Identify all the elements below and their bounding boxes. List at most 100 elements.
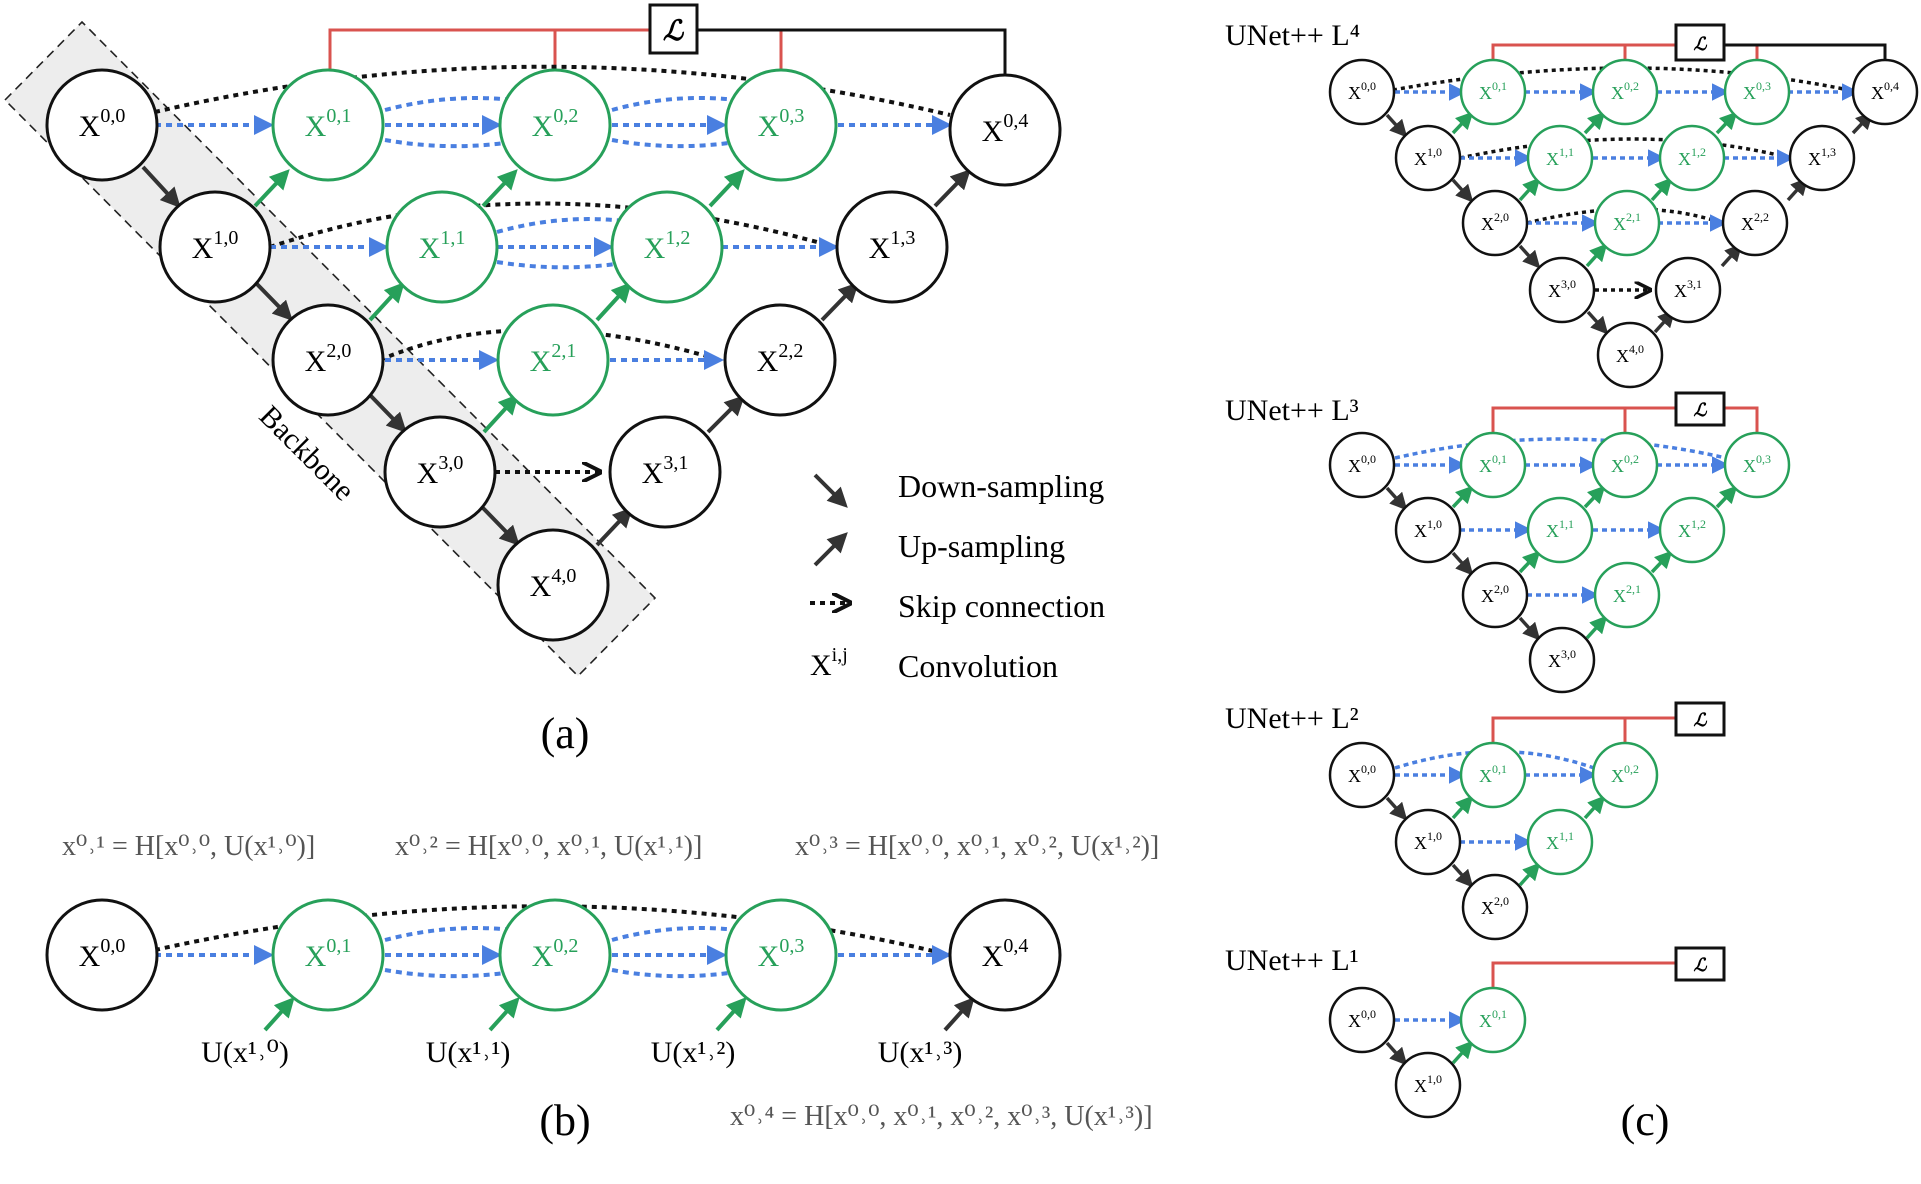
node-x21: X2,1 [496,303,610,417]
svg-text:X1,3: X1,3 [1808,145,1836,169]
svg-text:X1,1: X1,1 [419,227,466,265]
svg-text:X1,0: X1,0 [192,227,239,265]
svg-text:X2,0: X2,0 [1481,894,1509,918]
l4-node-x20: X2,0 [1461,189,1529,257]
svg-text:X0,1: X0,1 [1479,1007,1507,1031]
svg-text:X3,0: X3,0 [1548,647,1576,671]
l3-node-x10: X1,0 [1394,496,1462,564]
node-b-x02: X0,2 [498,898,612,1012]
node-x30: X3,0 [383,415,497,529]
l1-node-x01: X0,1 [1459,986,1527,1054]
svg-text:X4,0: X4,0 [530,565,577,603]
svg-text:X4,0: X4,0 [1616,342,1644,366]
l4-node-x02: X0,2 [1591,58,1659,126]
loss-symbol-l2: ℒ [1694,710,1708,730]
l1-title: UNet++ L¹ [1225,944,1359,977]
svg-text:X0,4: X0,4 [1871,79,1899,103]
l4-node-x10: X1,0 [1394,124,1462,192]
l4-node-x30: X3,0 [1528,256,1596,324]
l3-node-x11: X1,1 [1526,496,1594,564]
svg-text:X0,0: X0,0 [79,105,126,143]
l2-node-x20: X2,0 [1461,873,1529,941]
nodes-a: X0,0 X1,0 X2,0 X3,0 X4,0 X0,1 [45,68,1062,642]
svg-text:X0,2: X0,2 [1611,79,1639,103]
svg-text:X2,0: X2,0 [1481,582,1509,606]
svg-text:X1,1: X1,1 [1546,145,1574,169]
l4-node-x21: X2,1 [1593,189,1661,257]
caption-c: (c) [1621,1096,1670,1145]
up-label-u12: U(x¹˒²) [651,1036,736,1069]
l3-node-x01: X0,1 [1459,431,1527,499]
l3-node-x02: X0,2 [1591,431,1659,499]
up-label-u10: U(x¹˒⁰) [201,1036,289,1069]
node-x31: X3,1 [608,415,722,529]
nodes-l4: X0,0 X1,0 X2,0 X3,0 X4,0 X0,1 X0,2 X0,3 … [1328,58,1919,389]
loss-symbol-a: ℒ [663,16,685,47]
legend-skip-label: Skip connection [898,588,1105,624]
l1-node-x10: X1,0 [1394,1051,1462,1119]
legend-conv-label: Convolution [898,648,1058,684]
l4-node-x04: X0,4 [1851,58,1919,126]
svg-text:X2,1: X2,1 [1613,582,1641,606]
up-arrows-b [263,997,975,1032]
l3-node-x20: X2,0 [1461,561,1529,629]
svg-text:X1,1: X1,1 [1546,517,1574,541]
svg-text:X1,2: X1,2 [1678,517,1706,541]
l4-node-x40: X4,0 [1596,321,1664,389]
svg-text:X1,3: X1,3 [869,227,916,265]
loss-symbol-l4: ℒ [1694,34,1708,54]
l2-node-x01: X0,1 [1459,741,1527,809]
node-x10: X1,0 [158,190,272,304]
svg-text:X0,4: X0,4 [982,110,1029,148]
svg-text:X3,1: X3,1 [642,452,689,490]
svg-text:X0,1: X0,1 [305,935,352,973]
formula-x03: x⁰˒³ = H[x⁰˒⁰, x⁰˒¹, x⁰˒², U(x¹˒²)] [795,831,1159,862]
svg-text:X0,2: X0,2 [532,935,579,973]
panel-c-l1: UNet++ L¹ ℒ X0,0 X1,0 X0,1 [1225,944,1726,1119]
nodes-b: X0,0 X0,1 X0,2 X0,3 X0,4 [45,898,1062,1012]
legend-conv-symbol: Xi,j [810,644,848,682]
node-b-x00: X0,0 [45,898,159,1012]
loss-box-l1 [1674,946,1726,982]
svg-text:X0,0: X0,0 [1348,1007,1376,1031]
l4-node-x00: X0,0 [1328,58,1396,126]
svg-text:X0,3: X0,3 [758,935,805,973]
node-x11: X1,1 [385,190,499,304]
svg-text:X0,0: X0,0 [1348,762,1376,786]
node-x04: X0,4 [948,73,1062,187]
up-label-u13: U(x¹˒³) [878,1036,963,1069]
svg-text:X0,0: X0,0 [1348,79,1376,103]
svg-text:X1,0: X1,0 [1414,145,1442,169]
nodes-l1: X0,0 X1,0 X0,1 [1328,986,1527,1119]
caption-b: (b) [539,1096,590,1145]
node-x22: X2,2 [723,303,837,417]
svg-text:X3,1: X3,1 [1674,277,1702,301]
svg-text:X2,1: X2,1 [530,340,577,378]
legend-up-label: Up-sampling [898,528,1065,564]
formula-x02: x⁰˒² = H[x⁰˒⁰, x⁰˒¹, U(x¹˒¹)] [395,831,702,862]
svg-text:X2,2: X2,2 [757,340,804,378]
formula-x01: x⁰˒¹ = H[x⁰˒⁰, U(x¹˒⁰)] [62,831,315,862]
l3-node-x03: X0,3 [1723,431,1791,499]
loss-box-l3 [1674,391,1726,427]
svg-text:X0,0: X0,0 [1348,452,1376,476]
node-x03: X0,3 [724,68,838,182]
svg-text:X0,1: X0,1 [1479,762,1507,786]
node-b-x04: X0,4 [948,898,1062,1012]
svg-text:X1,2: X1,2 [1678,145,1706,169]
legend-up-arrow [813,532,848,567]
l3-node-x30: X3,0 [1528,626,1596,694]
loss-symbol-l3: ℒ [1694,400,1708,420]
svg-text:X0,1: X0,1 [305,105,352,143]
node-x02: X0,2 [498,68,612,182]
l1-node-x00: X0,0 [1328,986,1396,1054]
up-label-u11: U(x¹˒¹) [426,1036,511,1069]
legend-a: Down-sampling Up-sampling Skip connectio… [810,468,1105,684]
nodes-l2: X0,0 X1,0 X2,0 X0,1 X0,2 X1,1 [1328,741,1659,941]
node-b-x03: X0,3 [724,898,838,1012]
panel-c-l2: UNet++ L² ℒ X0,0 X1,0 X2,0 [1225,701,1726,941]
l2-node-x02: X0,2 [1591,741,1659,809]
svg-text:X0,0: X0,0 [79,935,126,973]
caption-a: (a) [541,709,590,758]
l3-node-x12: X1,2 [1658,496,1726,564]
